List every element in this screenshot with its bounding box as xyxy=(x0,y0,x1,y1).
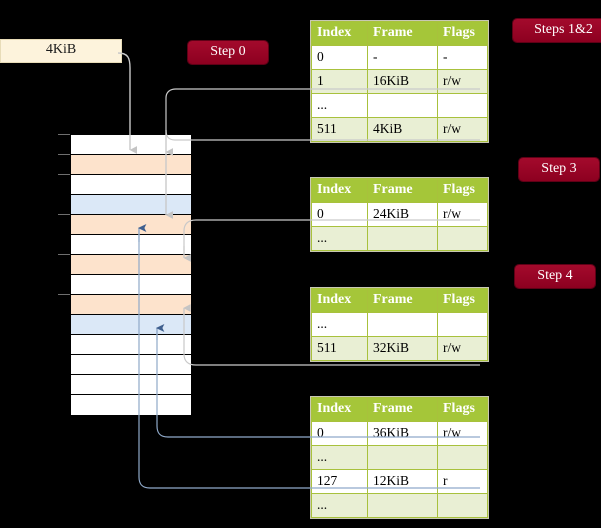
table-row: ... xyxy=(311,493,488,518)
memory-frame-row xyxy=(71,135,191,155)
cr3-frame-label: 4KiB xyxy=(45,42,77,57)
cell-frame: 12KiB xyxy=(367,469,438,494)
cell-frame xyxy=(367,312,438,337)
column-header-frame: Frame xyxy=(367,397,438,422)
memory-frame-row xyxy=(71,335,191,355)
memory-frame-row xyxy=(71,155,191,175)
cell-index: 0 xyxy=(311,202,368,227)
frame-tick-mark xyxy=(58,134,70,135)
cell-flags: r/w xyxy=(437,69,488,94)
memory-frame-row xyxy=(71,395,191,415)
column-header-frame: Frame xyxy=(367,21,438,46)
cell-frame: 24KiB xyxy=(367,202,438,227)
cell-frame xyxy=(367,493,438,518)
column-header-flags: Flags xyxy=(437,21,488,46)
cell-frame: 4KiB xyxy=(367,117,438,142)
table-row: ... xyxy=(311,312,488,337)
cell-frame: 16KiB xyxy=(367,69,438,94)
column-header-flags: Flags xyxy=(437,178,488,203)
cell-frame xyxy=(367,445,438,470)
frame-tick-mark xyxy=(58,294,70,295)
memory-frame-row xyxy=(71,315,191,335)
badge-step-0: Step 0 xyxy=(188,41,268,64)
badge-step-4: Step 4 xyxy=(515,265,595,288)
cell-frame: 32KiB xyxy=(367,336,438,361)
cell-flags: r xyxy=(437,469,488,494)
memory-frame-row xyxy=(71,375,191,395)
cell-flags xyxy=(437,493,488,518)
cell-flags xyxy=(437,226,488,251)
cell-index: 511 xyxy=(311,336,368,361)
column-header-frame: Frame xyxy=(367,178,438,203)
cell-index: ... xyxy=(311,445,368,470)
badge-steps-1-2: Steps 1&2 xyxy=(513,19,601,42)
cell-index: 127 xyxy=(311,469,368,494)
table-row: ... xyxy=(311,226,488,251)
frame-tick-mark xyxy=(58,154,70,155)
memory-frame-row xyxy=(71,295,191,315)
physical-memory-column xyxy=(70,134,191,415)
cell-index: ... xyxy=(311,312,368,337)
column-header-index: Index xyxy=(311,21,368,46)
memory-frame-row xyxy=(71,175,191,195)
cell-index: 511 xyxy=(311,117,368,142)
cell-flags: r/w xyxy=(437,421,488,446)
memory-frame-row xyxy=(71,235,191,255)
cell-flags: - xyxy=(437,45,488,70)
cell-index: ... xyxy=(311,226,368,251)
table-row: ... xyxy=(311,445,488,470)
column-header-index: Index xyxy=(311,288,368,313)
memory-frame-row xyxy=(71,355,191,375)
cell-flags: r/w xyxy=(437,202,488,227)
cell-index: ... xyxy=(311,493,368,518)
cell-index: 0 xyxy=(311,421,368,446)
column-header-flags: Flags xyxy=(437,288,488,313)
cell-flags: r/w xyxy=(437,336,488,361)
badge-step-3: Step 3 xyxy=(519,158,599,181)
cell-flags xyxy=(437,312,488,337)
column-header-flags: Flags xyxy=(437,397,488,422)
cell-frame: 36KiB xyxy=(367,421,438,446)
table-row: ... xyxy=(311,93,488,118)
memory-frame-row xyxy=(71,275,191,295)
frame-tick-mark xyxy=(58,254,70,255)
column-header-index: Index xyxy=(311,397,368,422)
column-header-index: Index xyxy=(311,178,368,203)
cell-frame xyxy=(367,93,438,118)
memory-frame-row xyxy=(71,195,191,215)
memory-frame-row xyxy=(71,215,191,235)
memory-frame-row xyxy=(71,255,191,275)
table-row: 0-- xyxy=(311,45,488,70)
cell-index: ... xyxy=(311,93,368,118)
column-header-frame: Frame xyxy=(367,288,438,313)
frame-tick-mark xyxy=(58,214,70,215)
cell-frame: - xyxy=(367,45,438,70)
cell-frame xyxy=(367,226,438,251)
frame-tick-mark xyxy=(58,174,70,175)
cell-flags xyxy=(437,445,488,470)
cell-flags xyxy=(437,93,488,118)
cr3-frame-box: 4KiB xyxy=(0,39,122,63)
cell-flags: r/w xyxy=(437,117,488,142)
cell-index: 1 xyxy=(311,69,368,94)
cell-index: 0 xyxy=(311,45,368,70)
